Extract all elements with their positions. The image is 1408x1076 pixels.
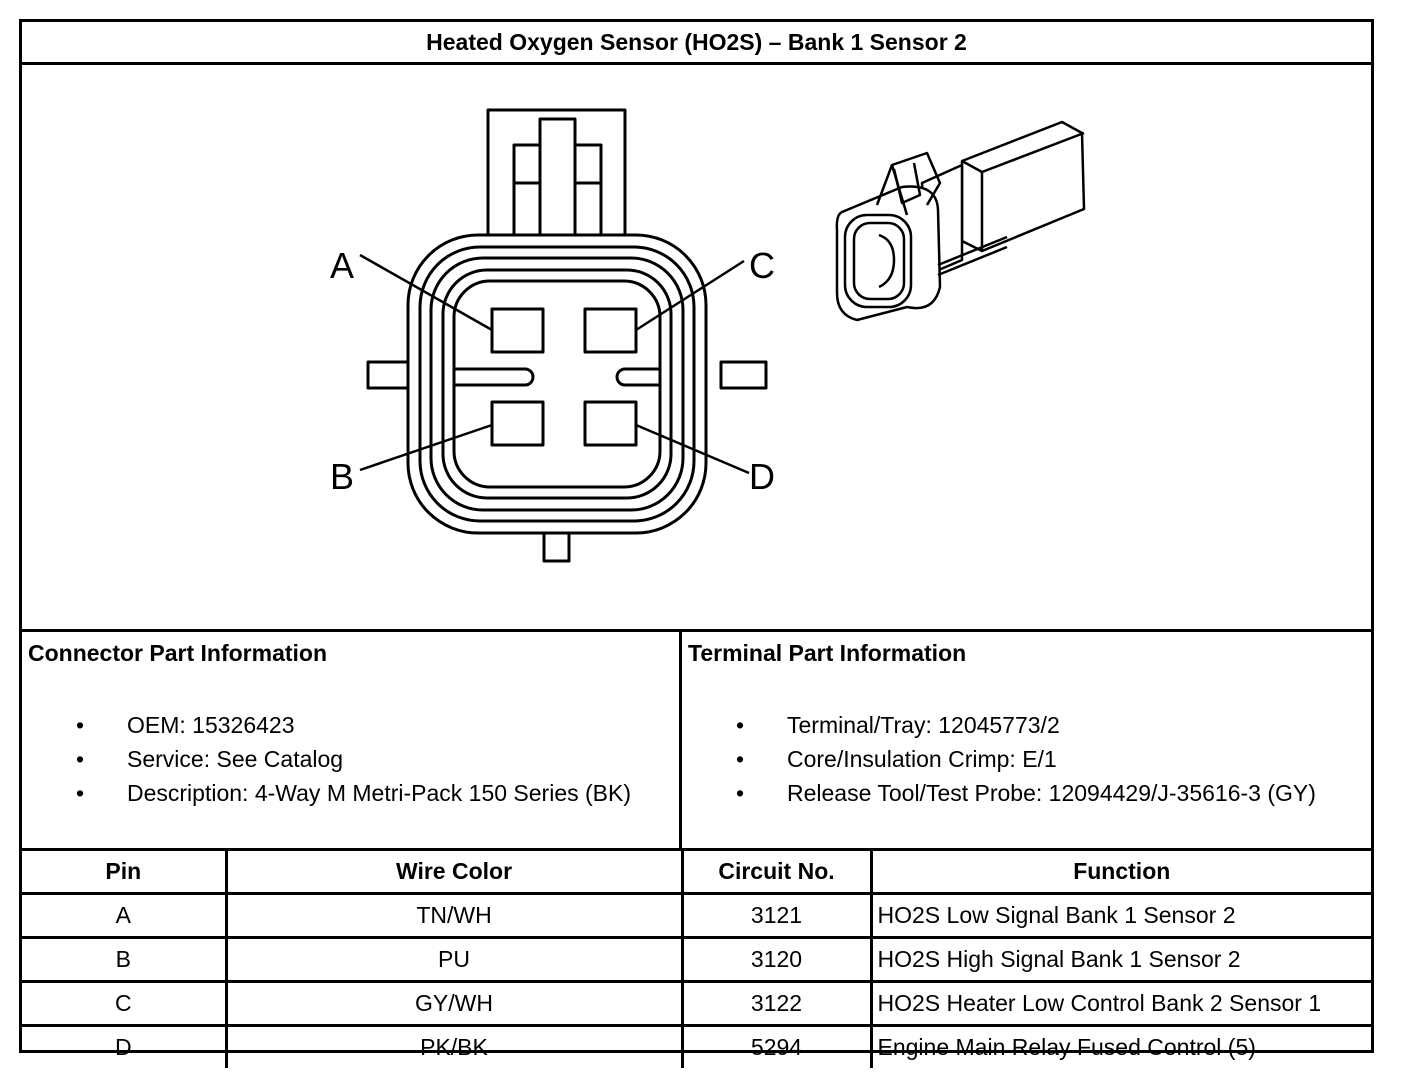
col-header-circuit: Circuit No. — [680, 851, 873, 895]
connector-drawing: A C B D — [22, 65, 1371, 629]
cavity-a — [490, 307, 545, 354]
connector-isometric-view — [835, 120, 1086, 322]
pin-label-a: A — [330, 245, 354, 286]
terminal-info-heading: Terminal Part Information — [688, 640, 967, 666]
table-row: D PK/BK 5294 Engine Main Relay Fused Con… — [22, 1024, 1371, 1068]
cell-function: HO2S Low Signal Bank 1 Sensor 2 — [869, 892, 1371, 939]
pinout-table: Pin Wire Color Circuit No. Function A TN… — [22, 848, 1371, 1068]
connector-oem: OEM: 15326423 — [127, 712, 295, 738]
bullet-icon: • — [736, 746, 745, 772]
terminal-part-info: Terminal Part Information • Terminal/Tray… — [682, 632, 1371, 848]
table-row: B PU 3120 HO2S High Signal Bank 1 Sensor… — [22, 936, 1371, 983]
left-rib — [454, 367, 535, 387]
connector-face-diagram: A C B D — [330, 108, 1086, 563]
housing-ring-4 — [441, 268, 673, 500]
terminal-info-list: • Terminal/Tray: 12045773/2 • Core/Insulat… — [682, 708, 1371, 810]
list-item: • Release Tool/Test Probe: 12094429/J-356… — [682, 776, 1371, 810]
bullet-icon: • — [76, 746, 85, 772]
cell-wire-color: GY/WH — [224, 980, 684, 1027]
connector-service: Service: See Catalog — [127, 746, 344, 772]
right-ear — [719, 360, 768, 390]
left-ear — [366, 360, 415, 390]
leader-a — [359, 253, 493, 332]
cell-circuit: 3120 — [680, 936, 873, 983]
page-title: Heated Oxygen Sensor (HO2S) – Bank 1 Sen… — [22, 22, 1371, 65]
pin-label-b: B — [330, 456, 354, 497]
cavity-c — [583, 307, 638, 354]
connector-info-heading: Connector Part Information — [28, 640, 328, 666]
cavity-b — [490, 400, 545, 447]
bullet-icon: • — [76, 780, 85, 806]
cell-pin: B — [22, 936, 228, 983]
leader-c — [635, 259, 745, 332]
list-item: • Description: 4-Way M Metri-Pack 150 Ser… — [22, 776, 679, 810]
pin-label-d: D — [749, 456, 775, 497]
table-row: A TN/WH 3121 HO2S Low Signal Bank 1 Sens… — [22, 892, 1371, 939]
connector-description: Description: 4-Way M Metri-Pack 150 Seri… — [127, 780, 632, 806]
terminal-release-tool: Release Tool/Test Probe: 12094429/J-3561… — [787, 780, 1316, 806]
leader-d — [635, 423, 750, 475]
table-row: C GY/WH 3122 HO2S Heater Low Control Ban… — [22, 980, 1371, 1027]
list-item: • Core/Insulation Crimp: E/1 — [682, 742, 1371, 776]
cell-wire-color: TN/WH — [224, 892, 684, 939]
lock-tab — [486, 108, 627, 240]
list-item: • OEM: 15326423 — [22, 708, 679, 742]
cell-wire-color: PK/BK — [224, 1024, 684, 1068]
connector-sheet: Heated Oxygen Sensor (HO2S) – Bank 1 Sen… — [19, 19, 1374, 1068]
cell-function: HO2S Heater Low Control Bank 2 Sensor 1 — [869, 980, 1371, 1027]
pin-label-c: C — [749, 245, 775, 286]
cavity-d — [583, 400, 638, 447]
part-info-section: Connector Part Information • OEM: 1532642… — [22, 629, 1371, 848]
cell-function: HO2S High Signal Bank 1 Sensor 2 — [869, 936, 1371, 983]
connector-info-list: • OEM: 15326423 • Service: See Catalog • De… — [22, 708, 679, 810]
list-item: • Terminal/Tray: 12045773/2 — [682, 708, 1371, 742]
leader-b — [359, 423, 493, 472]
col-header-pin: Pin — [22, 851, 228, 895]
bullet-icon: • — [76, 712, 85, 738]
cell-pin: D — [22, 1024, 228, 1068]
cell-pin: C — [22, 980, 228, 1027]
col-header-function: Function — [869, 851, 1371, 895]
cell-circuit: 3121 — [680, 892, 873, 939]
cell-wire-color: PU — [224, 936, 684, 983]
cell-circuit: 5294 — [680, 1024, 873, 1068]
list-item: • Service: See Catalog — [22, 742, 679, 776]
connector-part-info: Connector Part Information • OEM: 1532642… — [22, 632, 682, 848]
cell-circuit: 3122 — [680, 980, 873, 1027]
table-header-row: Pin Wire Color Circuit No. Function — [22, 851, 1371, 895]
bullet-icon: • — [736, 780, 745, 806]
col-header-wire-color: Wire Color — [224, 851, 684, 895]
terminal-tray: Terminal/Tray: 12045773/2 — [787, 712, 1060, 738]
terminal-crimp: Core/Insulation Crimp: E/1 — [787, 746, 1057, 772]
cell-function: Engine Main Relay Fused Control (5) — [869, 1024, 1371, 1068]
bullet-icon: • — [736, 712, 745, 738]
cell-pin: A — [22, 892, 228, 939]
right-rib — [615, 367, 660, 387]
